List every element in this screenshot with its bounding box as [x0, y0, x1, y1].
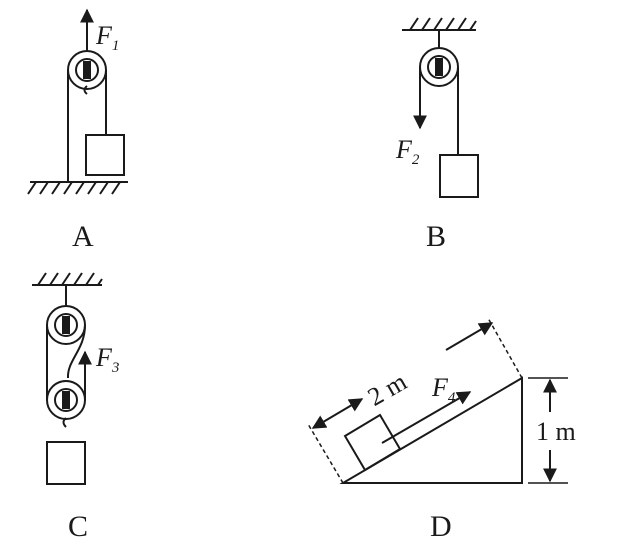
block-d — [343, 413, 402, 472]
caption-b: B — [426, 220, 446, 253]
figure-c — [32, 272, 103, 485]
caption-c: C — [68, 510, 88, 543]
block-a — [85, 134, 125, 176]
caption-a: A — [72, 220, 94, 253]
height-dimension — [528, 377, 568, 484]
block-b — [439, 154, 479, 198]
caption-d: D — [430, 510, 452, 543]
figure-b — [402, 17, 479, 198]
label-height: 1 m — [536, 417, 576, 446]
pulley-a — [67, 50, 107, 95]
length-dimension — [307, 317, 523, 484]
figure-d — [307, 317, 568, 484]
label-f2: F2 — [395, 135, 420, 168]
label-f4: F4 — [431, 373, 456, 406]
label-f3: F3 — [95, 343, 119, 376]
rope-c-middle — [66, 324, 86, 379]
block-c — [46, 441, 86, 485]
ceiling-b — [402, 17, 477, 31]
ground-a — [27, 181, 128, 195]
ceiling-c — [32, 272, 103, 286]
figure-a — [27, 8, 128, 195]
pulley-b — [419, 47, 459, 87]
pulley-c-upper — [46, 305, 86, 345]
incline — [339, 376, 523, 484]
label-length: 2 m — [363, 367, 412, 412]
pulley-c-lower — [46, 380, 86, 428]
label-f1: F1 — [95, 21, 119, 54]
force-arrow-f4 — [381, 391, 472, 444]
